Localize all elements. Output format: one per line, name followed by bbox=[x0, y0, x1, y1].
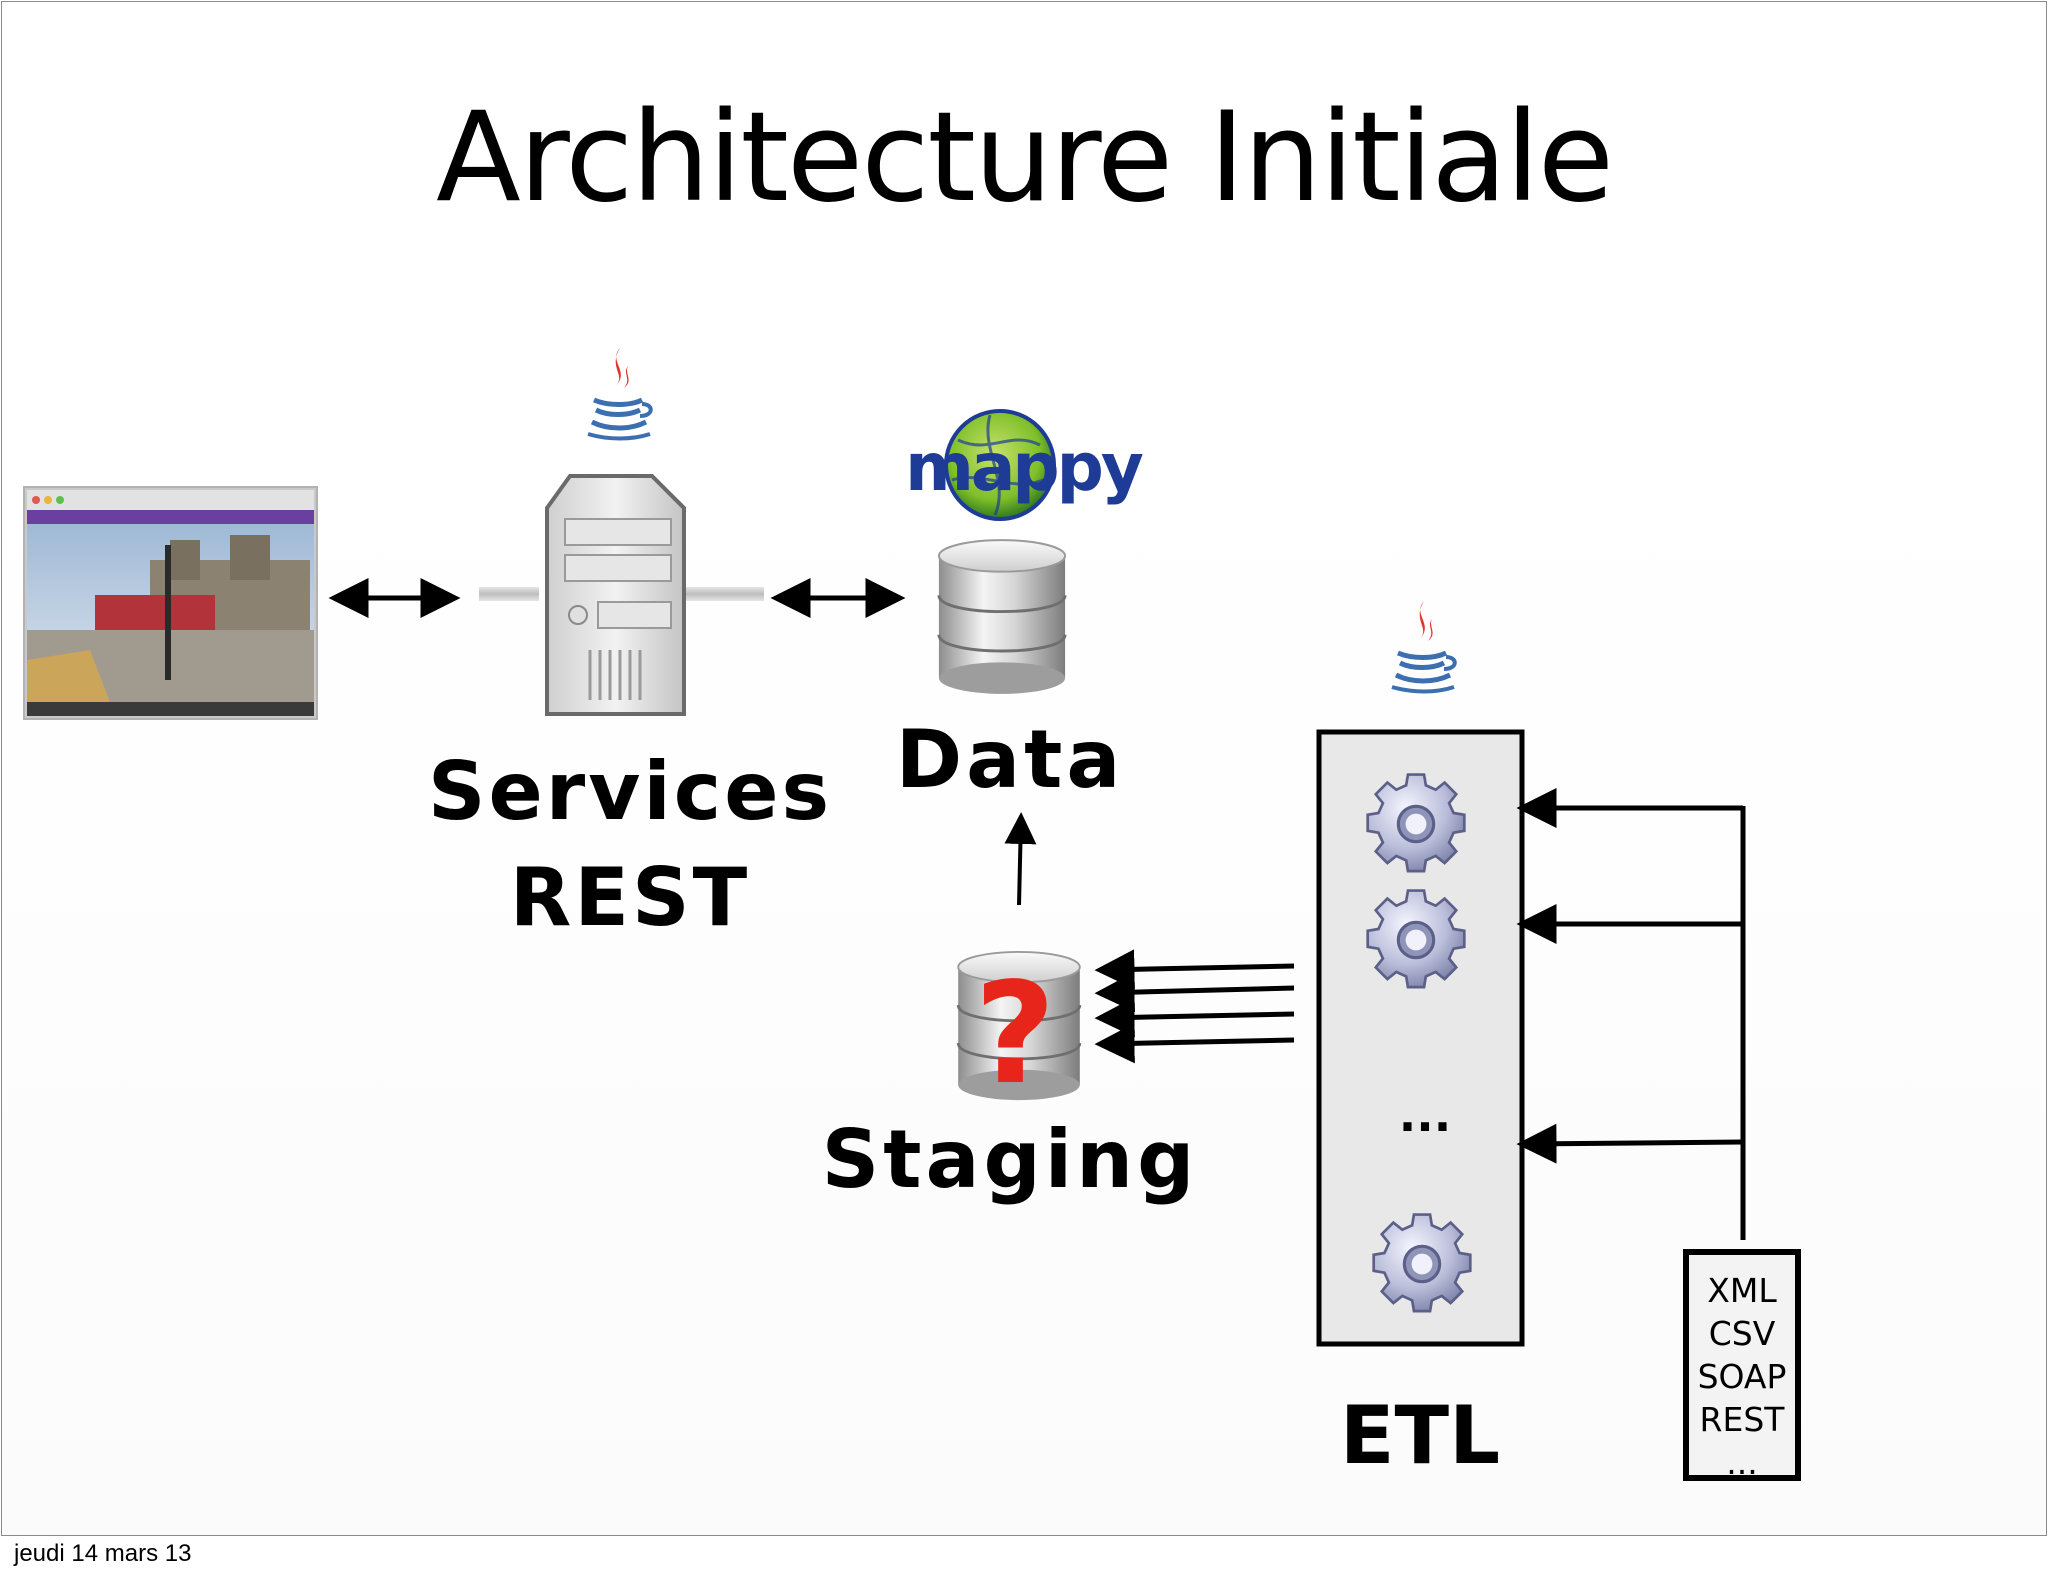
java-coffee-cup-icon bbox=[588, 348, 651, 439]
mappy-logo: mappy bbox=[905, 409, 1146, 521]
sources-to-etl-arrows bbox=[1516, 788, 1746, 1240]
arrow-staging-data bbox=[1004, 812, 1037, 906]
server-tower-icon bbox=[479, 474, 764, 716]
etl-ellipsis: ... bbox=[1399, 1088, 1451, 1142]
gear-icon bbox=[1372, 1212, 1472, 1313]
source-rest: REST bbox=[1699, 1400, 1785, 1439]
data-sources-box: XML CSV SOAP REST ... bbox=[1683, 1249, 1801, 1482]
database-cylinder-icon bbox=[937, 538, 1067, 696]
etl-label: ETL bbox=[1339, 1389, 1501, 1482]
gear-icon bbox=[1366, 888, 1466, 989]
staging-label: Staging bbox=[821, 1113, 1199, 1206]
java-coffee-cup-icon bbox=[1392, 601, 1455, 692]
source-xml: XML bbox=[1707, 1271, 1777, 1310]
question-mark-icon: ? bbox=[974, 953, 1055, 1116]
footer-date: jeudi 14 mars 13 bbox=[14, 1540, 192, 1567]
browser-screenshot bbox=[23, 486, 318, 720]
data-label: Data bbox=[895, 713, 1125, 806]
source-soap: SOAP bbox=[1697, 1357, 1787, 1396]
source-csv: CSV bbox=[1708, 1314, 1776, 1353]
services-label-line2: REST bbox=[509, 851, 751, 944]
services-rest-label: Services REST bbox=[420, 752, 840, 938]
source-more: ... bbox=[1726, 1443, 1758, 1482]
etl-to-staging-arrows bbox=[1094, 949, 1295, 1064]
gear-icon bbox=[1366, 772, 1466, 873]
slide-title: Architecture Initiale bbox=[436, 86, 1614, 230]
mappy-wordmark: mappy bbox=[905, 429, 1143, 506]
services-label-line1: Services bbox=[427, 745, 833, 838]
